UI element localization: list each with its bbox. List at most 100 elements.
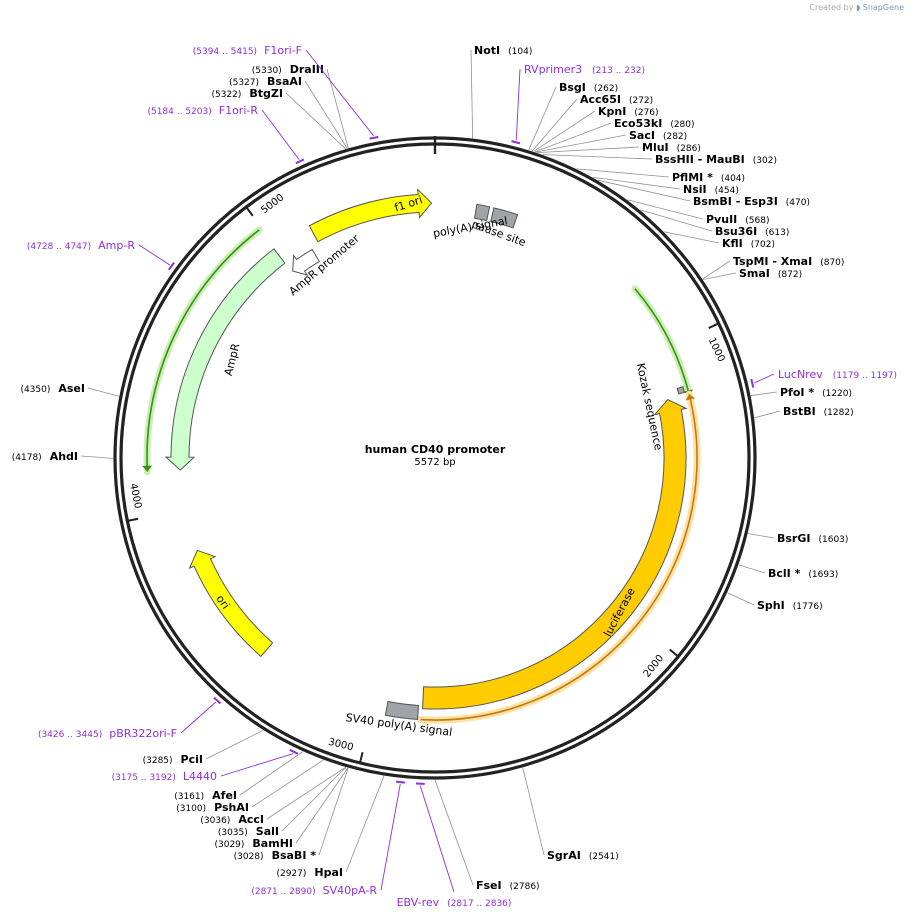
site-position: (3029): [214, 840, 244, 850]
primer-name: Amp-R: [98, 239, 135, 252]
primer-label: (3175 .. 3192) L4440: [112, 770, 217, 783]
site-name: BsgI: [559, 81, 586, 94]
site-position: (872): [778, 270, 802, 280]
site-label: PvuII (568): [706, 213, 769, 226]
primer-label: (4728 .. 4747) Amp-R: [27, 239, 135, 252]
site-position: (454): [715, 186, 739, 196]
site-position: (302): [753, 156, 777, 166]
feature-ampR: [164, 248, 286, 471]
site-name: SphI: [757, 599, 785, 612]
site-name: PvuII: [706, 213, 737, 226]
site-label: NsiI (454): [683, 183, 739, 196]
site-position: (272): [629, 96, 653, 106]
site-leader: [345, 775, 385, 873]
feature-ori: [188, 549, 274, 658]
primer-mark: [369, 135, 379, 140]
credit-prefix: Created by: [809, 3, 854, 12]
site-position: (702): [751, 240, 775, 250]
site-leader: [576, 168, 670, 178]
site-position: (568): [745, 216, 769, 226]
site-label: (3100) PshAI: [176, 801, 249, 814]
site-leader: [318, 767, 349, 856]
primer-leader: [515, 68, 521, 141]
tick-label: 3000: [327, 737, 354, 754]
site-leader: [285, 92, 346, 150]
primer-leader: [261, 109, 300, 160]
site-position: (262): [594, 84, 618, 94]
site-position: (3100): [176, 804, 206, 814]
site-label: Bsu36I (613): [715, 225, 789, 238]
primer-range: (2871 .. 2890): [251, 887, 315, 897]
primer-name: SV40pA-R: [323, 884, 378, 897]
primer-range: (3175 .. 3192): [112, 773, 176, 783]
primer-name: EBV-rev: [397, 896, 440, 909]
primer-range: (5394 .. 5415): [193, 47, 257, 57]
site-name: Bsu36I: [715, 225, 757, 238]
primers: (5394 .. 5415)F1ori-F (5184 .. 5203)F1ori…: [27, 44, 897, 909]
site-leader: [470, 49, 474, 139]
tick-mark: [708, 322, 719, 329]
site-name: PfoI *: [780, 386, 814, 399]
site-name: Acc65I: [580, 93, 621, 106]
site-position: (104): [508, 47, 532, 57]
site-name: MluI: [642, 141, 669, 154]
site-label: (3029)BamHI: [214, 837, 293, 850]
site-name: TspMI: [733, 255, 769, 268]
site-leader: [542, 154, 653, 160]
site-label: (3035)SalI: [218, 825, 279, 838]
site-label: BclI *(1693): [768, 567, 838, 580]
site-name: PshAI: [214, 801, 249, 814]
site-name: NsiI: [683, 183, 707, 196]
primer-label: (3426 .. 3445)pBR322ori-F: [38, 727, 177, 740]
site-label: BsrGI(1603): [777, 532, 848, 545]
site-position: (4178): [12, 453, 42, 463]
site-label: SgrAI(2541): [547, 849, 619, 862]
feature-kozak: [676, 386, 686, 395]
feature-sv40: [384, 700, 420, 720]
site-name: BssHII: [655, 153, 694, 166]
site-leader: [702, 272, 737, 280]
primer-label: (5394 .. 5415)F1ori-F: [193, 44, 302, 57]
primer-label: (5184 .. 5203)F1ori-R: [147, 104, 258, 117]
site-position: (1776): [793, 602, 823, 612]
site-label: (4178)AhdI: [12, 450, 78, 463]
site-label: KpnI(276): [598, 105, 659, 118]
primer-range: (4728 .. 4747): [27, 242, 91, 252]
primer-mark: [289, 749, 299, 755]
site-position: (1220): [822, 389, 852, 399]
site-name: BtgZI: [249, 87, 283, 100]
site-name: KpnI: [598, 105, 626, 118]
site-name: AseI: [58, 382, 85, 395]
site-label: (3285)PciI: [143, 753, 203, 766]
feature-ampRpromoter: [292, 248, 320, 276]
site-leader: [702, 260, 731, 280]
primer-leader: [138, 244, 171, 266]
site-leader: [535, 134, 627, 153]
site-name: SmaI: [739, 267, 770, 280]
plasmid-size: 5572 bp: [414, 457, 455, 468]
primer-name: L4440: [183, 770, 217, 783]
site-label: (2927)HpaI: [276, 866, 343, 879]
primer-leader: [220, 753, 294, 777]
feature-pause: [490, 207, 519, 229]
site-name: KflI: [722, 237, 743, 250]
primer-leader: [180, 701, 217, 734]
site-leader: [434, 779, 474, 886]
site-position: (613): [765, 228, 789, 238]
site-label: (5327)BsaAI: [229, 75, 302, 88]
site-name: BsaBI *: [272, 849, 317, 862]
tick-mark: [669, 648, 679, 657]
site-position: (404): [721, 174, 745, 184]
site-label: BsgI (262): [559, 81, 618, 94]
site-name: BsrGI: [777, 532, 810, 545]
site-position: (3285): [143, 756, 173, 766]
site-position: (280): [670, 120, 694, 130]
feature-polyA: [473, 203, 491, 222]
primer-label: EBV-rev(2817 .. 2836): [397, 896, 512, 909]
site-label: BsmBI - Esp3I(470): [693, 195, 810, 208]
primer-leader: [419, 785, 455, 893]
site-name: PflMI *: [672, 171, 713, 184]
site-position: (1693): [808, 570, 838, 580]
site-leader: [727, 592, 755, 606]
